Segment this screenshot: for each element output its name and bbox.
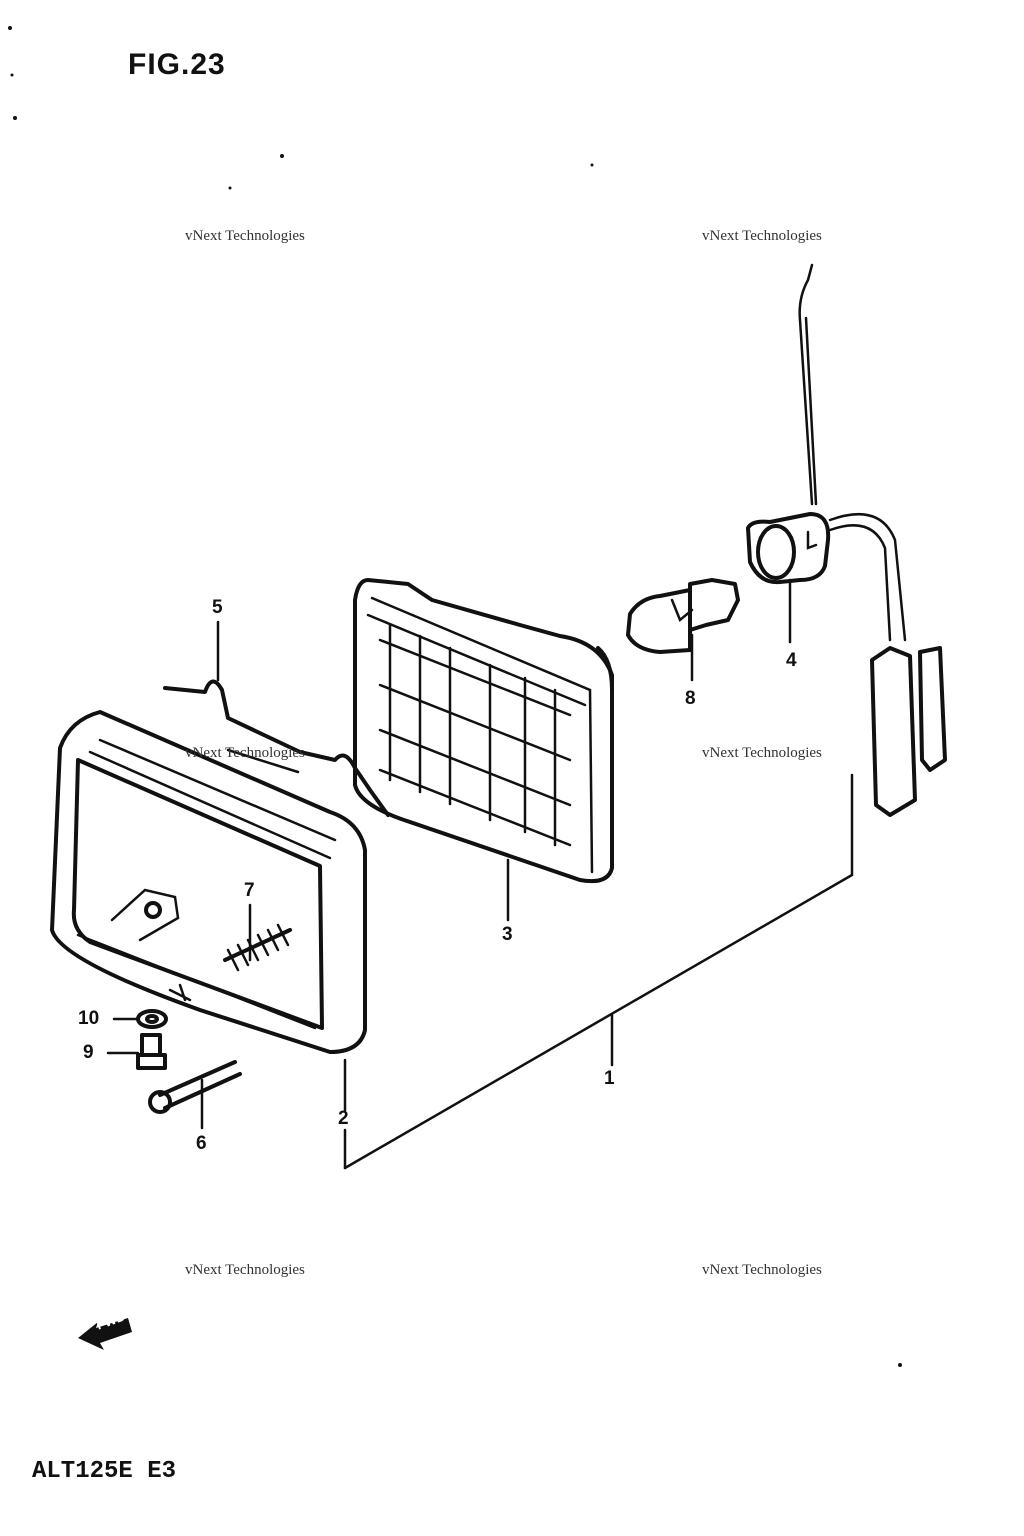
figure-title: FIG.23 [128,48,226,81]
headlight-rim-part [50,710,367,1054]
sealed-beam-unit-part [353,578,614,884]
callout-2: 2 [338,1108,349,1129]
model-code: ALT125E E3 [32,1458,177,1485]
callout-6: 6 [196,1133,207,1154]
socket-harness-part [746,263,947,817]
small-hardware [136,1009,242,1114]
spring-clip-part [163,679,390,817]
watermark: vNext Technologies [702,745,822,761]
adjuster-spring-part [223,923,292,972]
watermark: vNext Technologies [185,745,305,761]
paper-specks [8,26,902,1367]
callout-9: 9 [83,1042,94,1063]
watermark: vNext Technologies [702,1262,822,1278]
callout-10: 10 [78,1008,100,1029]
watermark: vNext Technologies [185,1262,305,1278]
callout-1: 1 [604,1068,615,1089]
fwd-arrow-icon [78,1318,132,1350]
leader-lines [106,578,854,1170]
bulb-part [626,578,740,654]
callout-8: 8 [685,688,696,709]
callout-7: 7 [244,880,255,901]
callout-5: 5 [212,597,223,618]
watermark: vNext Technologies [185,228,305,244]
callout-4: 4 [786,650,797,671]
callout-3: 3 [502,924,513,945]
watermark: vNext Technologies [702,228,822,244]
